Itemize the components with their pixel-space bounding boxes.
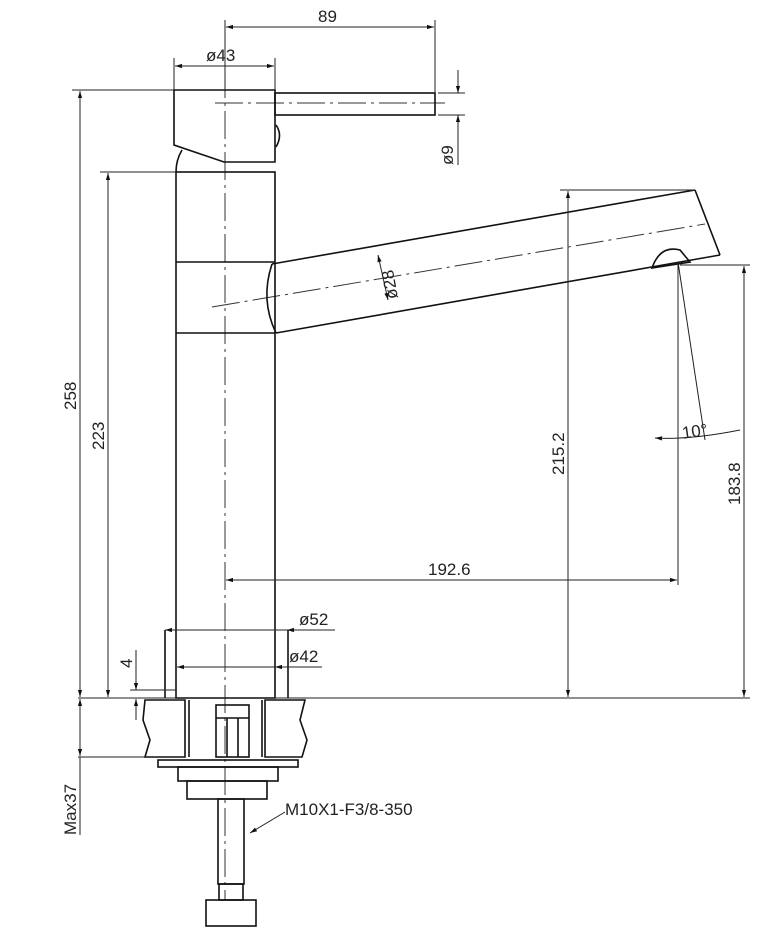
dimension-lines xyxy=(72,20,750,835)
dim-lever-diameter: ø9 xyxy=(438,145,457,165)
dim-215-2: 215.2 xyxy=(549,432,568,475)
dim-body-diameter: ø42 xyxy=(289,647,318,666)
dim-4: 4 xyxy=(117,659,136,668)
center-lines xyxy=(211,70,706,900)
handle xyxy=(173,89,436,173)
dim-223: 223 xyxy=(89,422,108,450)
faucet-body xyxy=(164,171,289,699)
dim-258: 258 xyxy=(61,382,80,410)
spout xyxy=(266,189,721,334)
dim-max37: Max37 xyxy=(61,784,80,835)
dim-89: 89 xyxy=(318,7,337,26)
dim-angle: 10° xyxy=(681,420,709,442)
hose-label: M10X1-F3/8-350 xyxy=(285,800,413,819)
dim-handle-diameter: ø43 xyxy=(206,46,235,65)
dim-spout-diameter: ø28 xyxy=(378,268,402,300)
dim-192-6: 192.6 xyxy=(428,560,471,579)
dim-base-diameter: ø52 xyxy=(299,610,328,629)
dimension-labels: 89 ø43 ø9 258 223 215.2 183.8 192.6 ø28 … xyxy=(61,7,744,835)
dim-183-8: 183.8 xyxy=(725,462,744,505)
hose: M10X1-F3/8-350 xyxy=(205,798,413,927)
countertop xyxy=(78,697,750,800)
